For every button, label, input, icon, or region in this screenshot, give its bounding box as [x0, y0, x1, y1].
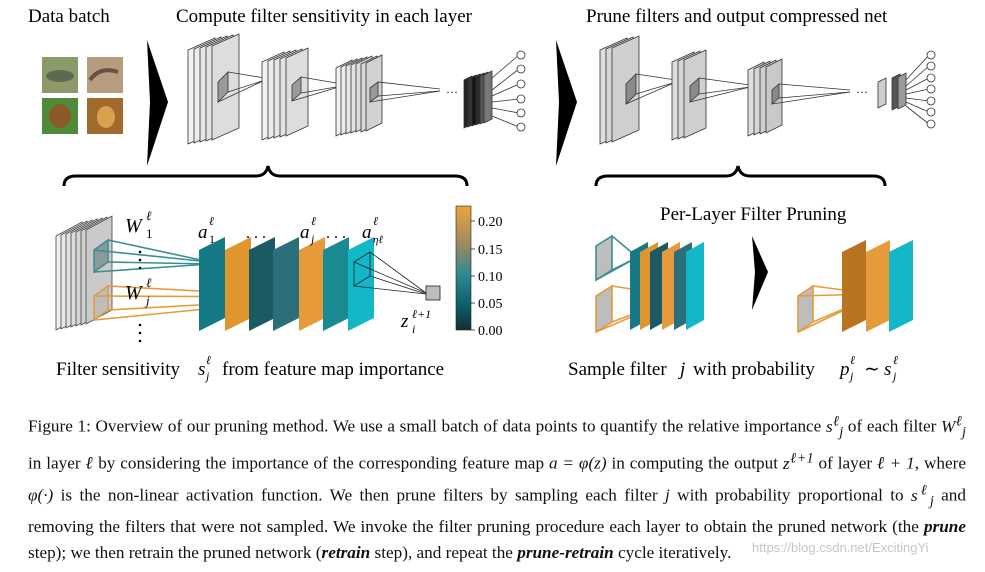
svg-text:W: W — [125, 282, 144, 304]
output-neurons-compressed — [905, 50, 936, 129]
arrow-right-icon — [556, 40, 577, 166]
brace-right — [594, 165, 887, 187]
svg-text:1: 1 — [209, 232, 215, 246]
svg-text:ℓ: ℓ — [311, 214, 316, 228]
colorbar-tick: 0.15 — [478, 243, 503, 258]
watermark: https://blog.csdn.net/ExcitingYi — [752, 540, 929, 555]
svg-text:ℓ+1: ℓ+1 — [412, 307, 431, 321]
overview-figure: Data batch Compute filter sensitivity in… — [28, 6, 936, 383]
teal-receptive-lines — [93, 239, 211, 273]
label-W1: W 1 ℓ — [125, 208, 153, 241]
colorbar-tick: 0.05 — [478, 297, 503, 312]
ellipsis-text: ··· — [856, 85, 868, 99]
svg-text:ℓ: ℓ — [209, 214, 214, 228]
svg-text:a: a — [198, 222, 208, 243]
svg-text:j: j — [204, 369, 210, 383]
svg-text:i: i — [412, 322, 415, 336]
input-layer-stack — [55, 215, 113, 331]
svg-text:s: s — [884, 359, 891, 380]
feature-maps — [199, 237, 374, 331]
prune-output-title: Prune filters and output compressed net — [586, 6, 888, 27]
feature-map — [273, 237, 299, 331]
per-layer-before — [595, 234, 704, 334]
dots-between-a: . . . — [246, 225, 266, 242]
sensitivity-caption: Filter sensitivity s j ℓ from feature ma… — [56, 353, 444, 383]
data-batch-images — [42, 57, 123, 134]
label-aeta: a ηℓ ℓ — [362, 214, 383, 246]
svg-text:ℓ: ℓ — [893, 353, 898, 367]
colorbar-tick: 0.20 — [478, 215, 503, 230]
svg-text:ℓ: ℓ — [146, 275, 152, 290]
svg-text:j: j — [309, 232, 315, 246]
math-W: Wℓj — [941, 413, 967, 441]
per-layer-after — [797, 240, 913, 334]
feature-map-aeta — [348, 237, 374, 331]
svg-text:ℓ: ℓ — [206, 353, 211, 367]
svg-text:1: 1 — [146, 226, 153, 241]
colorbar-tick: 0.00 — [478, 324, 503, 339]
svg-text:ℓ: ℓ — [850, 353, 855, 367]
network-full — [187, 33, 493, 145]
ellipsis-text: ··· — [446, 85, 458, 99]
colorbar-tick: 0.10 — [478, 270, 503, 285]
math-z: zℓ+1 — [782, 450, 814, 473]
label-Wj: W j ℓ — [125, 275, 152, 308]
svg-text:ℓ: ℓ — [146, 208, 152, 223]
svg-text:ℓ: ℓ — [373, 214, 378, 228]
math-s2: sℓj — [910, 481, 934, 510]
arrow-right-icon — [147, 40, 168, 166]
svg-text:j: j — [891, 369, 897, 383]
output-connection — [353, 251, 427, 295]
vertical-dots — [138, 250, 142, 343]
colorbar: 0.20 0.15 0.10 0.05 0.00 — [455, 205, 503, 339]
svg-text:s: s — [198, 359, 205, 380]
svg-text:a: a — [362, 222, 372, 243]
compute-sensitivity-title: Compute filter sensitivity in each layer — [176, 6, 473, 27]
label-a1: a 1 ℓ — [198, 214, 215, 246]
output-neuron-z — [425, 285, 441, 301]
svg-text:j: j — [677, 359, 685, 380]
label-z: z i ℓ+1 — [400, 307, 431, 336]
colorbar-gradient — [455, 205, 472, 331]
svg-text:W: W — [125, 215, 144, 237]
svg-text:Sample filter: Sample filter — [568, 359, 667, 380]
output-neurons — [491, 50, 526, 132]
feature-map — [225, 237, 251, 331]
feature-map-a1 — [199, 237, 225, 331]
svg-text:j: j — [144, 293, 150, 308]
feature-map — [323, 237, 349, 331]
svg-text:Filter sensitivity: Filter sensitivity — [56, 359, 181, 380]
data-batch-title: Data batch — [28, 6, 110, 27]
svg-text:from feature map importance: from feature map importance — [222, 359, 444, 380]
math-s: sℓj — [825, 413, 844, 441]
svg-text:with probability: with probability — [693, 359, 815, 380]
svg-text:∼: ∼ — [864, 359, 880, 380]
network-compressed — [599, 35, 907, 145]
label-aj: a j ℓ — [300, 214, 316, 246]
svg-text:p: p — [838, 359, 850, 380]
arrow-right-icon — [752, 236, 768, 310]
feature-map — [249, 237, 275, 331]
svg-text:a: a — [300, 222, 310, 243]
per-layer-title: Per-Layer Filter Pruning — [660, 204, 847, 225]
svg-text:ηℓ: ηℓ — [373, 234, 383, 246]
brace-left — [62, 165, 469, 187]
dots-between-a-right: . . . — [326, 225, 346, 242]
svg-text:z: z — [400, 311, 409, 332]
figure-caption: Figure 1: Overview of our pruning method… — [28, 413, 967, 563]
svg-text:j: j — [848, 369, 854, 383]
feature-map-aj — [299, 237, 325, 331]
sample-caption: Sample filter j with probability p j ℓ ∼… — [568, 353, 898, 383]
